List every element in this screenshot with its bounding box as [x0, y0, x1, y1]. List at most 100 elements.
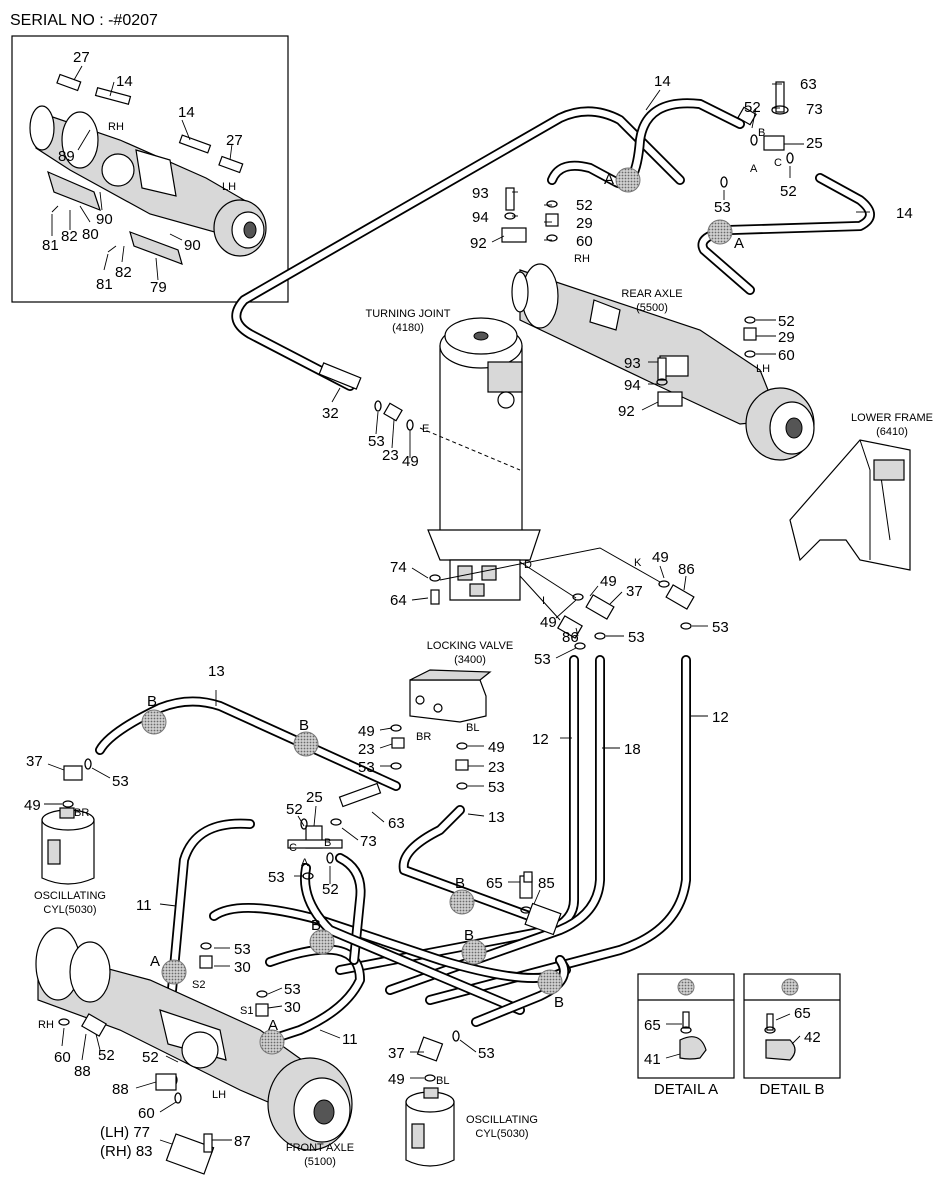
part-number: 12 [712, 709, 729, 726]
front-axle [35, 927, 353, 1151]
part-number: 80 [82, 226, 99, 243]
part-number: 52 [322, 881, 339, 898]
part-number: 49 [488, 739, 505, 756]
part-number: 25 [306, 789, 323, 806]
part-number: 86 [562, 629, 579, 646]
turning-joint [427, 317, 541, 601]
part-number: 49 [358, 723, 375, 740]
part-number: 37 [388, 1045, 405, 1062]
part-number: 49 [388, 1071, 405, 1088]
detail-b-box [743, 973, 841, 1079]
port-letter: K [634, 557, 642, 569]
callout-letter-b: B [311, 917, 321, 934]
callout-letter-a: A [150, 953, 160, 970]
part-number: 88 [74, 1063, 91, 1080]
part-number: 52 [780, 183, 797, 200]
detail-callout-letters: A A B B B B B B A A [147, 171, 744, 1034]
rear-axle-number: (5500) [636, 302, 668, 314]
part-number: 60 [138, 1105, 155, 1122]
callout-a-dot [707, 219, 733, 245]
side-label-bl: BL [466, 722, 479, 734]
side-label-lh: LH [212, 1089, 226, 1101]
part-number: 94 [624, 377, 641, 394]
callout-letter-a: A [734, 235, 744, 252]
part-number: 53 [234, 941, 251, 958]
port-letter: C [774, 157, 782, 169]
callout-letter-b: B [464, 927, 474, 944]
callout-b-dot [293, 731, 319, 757]
part-number: 27 [226, 132, 243, 149]
part-number: 25 [806, 135, 823, 152]
part-numbers: 27 14 14 27 89 90 80 82 81 90 82 81 79 1… [24, 49, 913, 1150]
part-number: 13 [488, 809, 505, 826]
part-number: 53 [478, 1045, 495, 1062]
part-number: 63 [800, 76, 817, 93]
part-number: 52 [778, 313, 795, 330]
part-number: 30 [284, 999, 301, 1016]
side-label-rh: RH [38, 1019, 54, 1031]
detail-a-box [637, 973, 735, 1079]
serial-number: SERIAL NO : -#0207 [10, 12, 158, 29]
detail-a-title: DETAIL A [654, 1081, 718, 1098]
part-number: 49 [540, 614, 557, 631]
part-number: 53 [284, 981, 301, 998]
part-number: 52 [286, 801, 303, 818]
part-number: 32 [322, 405, 339, 422]
detail-callout-dots [141, 167, 733, 1055]
part-number: 23 [488, 759, 505, 776]
part-number: 82 [115, 264, 132, 281]
part-number: 60 [576, 233, 593, 250]
callout-letter-b: B [455, 875, 465, 892]
part-number: 13 [208, 663, 225, 680]
side-label-br: BR [74, 807, 89, 819]
leader-lines [44, 65, 870, 1145]
part-number: 73 [360, 833, 377, 850]
part-number: 14 [116, 73, 133, 90]
port-letters: A B C D E I K A B C S1 S2 [192, 127, 782, 1017]
side-label-lh: LH [756, 363, 770, 375]
part-number: 65 [644, 1017, 661, 1034]
callout-a-dot [615, 167, 641, 193]
port-letter: A [301, 857, 309, 869]
port-letter: C [289, 842, 297, 854]
port-letter: S2 [192, 979, 205, 991]
part-number: 86 [678, 561, 695, 578]
part-number: 49 [402, 453, 419, 470]
callout-letter-b: B [147, 693, 157, 710]
oscillating-cyl-right-number: CYL(5030) [475, 1128, 528, 1140]
part-number: 53 [534, 651, 551, 668]
part-number: 41 [644, 1051, 661, 1068]
side-label-lh: LH [222, 181, 236, 193]
part-number: 14 [896, 205, 913, 222]
rear-axle [511, 263, 815, 461]
part-number: 87 [234, 1133, 251, 1150]
oscillating-cyl-right-title: OSCILLATING [466, 1114, 538, 1126]
part-number: 82 [61, 228, 78, 245]
part-number: 60 [54, 1049, 71, 1066]
callout-letter-b: B [299, 717, 309, 734]
part-number: 53 [628, 629, 645, 646]
front-axle-title: FRONT AXLE [286, 1142, 354, 1154]
inset-axle-detail [11, 35, 289, 303]
side-label-lh-77: (LH) 77 [100, 1124, 150, 1141]
part-number: 49 [600, 573, 617, 590]
side-label-rh-83: (RH) 83 [100, 1143, 153, 1160]
part-number: 27 [73, 49, 90, 66]
part-number: 52 [142, 1049, 159, 1066]
part-number: 65 [794, 1005, 811, 1022]
part-number: 29 [778, 329, 795, 346]
part-number: 53 [112, 773, 129, 790]
part-number: 12 [532, 731, 549, 748]
part-number: 11 [136, 897, 152, 914]
oscillating-cyl-left-number: CYL(5030) [43, 904, 96, 916]
callout-letter-a: A [604, 171, 614, 188]
fittings [58, 81, 794, 1175]
port-letter: I [542, 595, 545, 607]
part-number: 23 [358, 741, 375, 758]
callout-a-dot [259, 1029, 285, 1055]
assembly-titles: TURNING JOINT (4180) REAR AXLE (5500) LO… [34, 288, 933, 1168]
part-number: 93 [624, 355, 641, 372]
part-number: 53 [368, 433, 385, 450]
callout-b-dot [141, 709, 167, 735]
side-label-br: BR [416, 731, 431, 743]
